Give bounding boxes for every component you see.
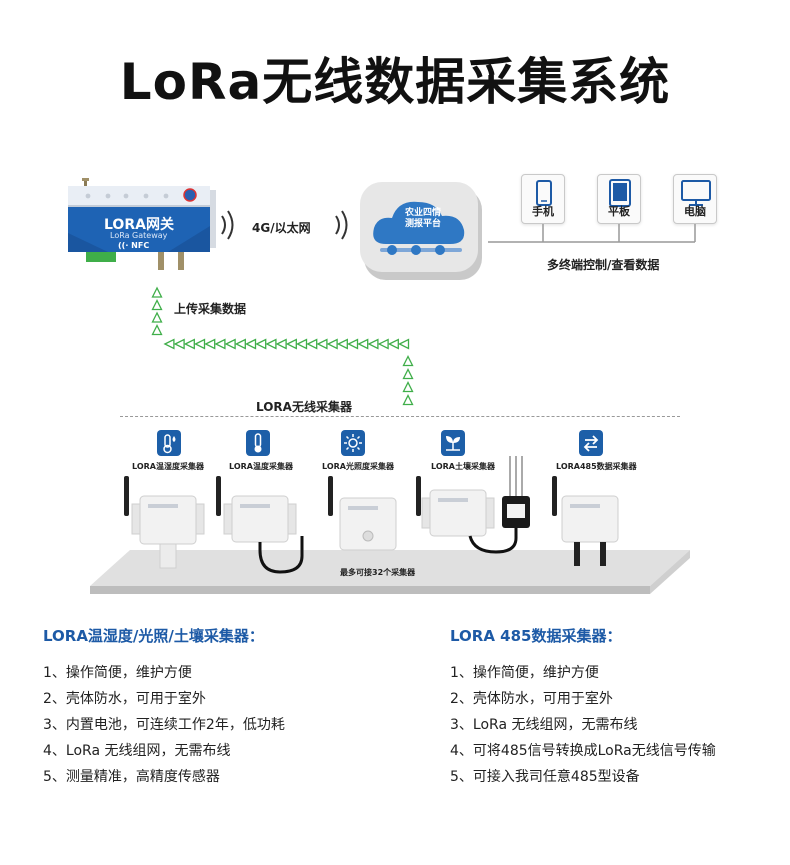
temperature-sensor-device — [216, 476, 304, 574]
arrow-triangle — [151, 311, 163, 323]
arrow-triangle — [224, 338, 236, 350]
specs-left: LORA温湿度/光照/土壤采集器： 1、操作简便，维护方便 2、壳体防水，可用于… — [43, 625, 403, 790]
phone-icon — [536, 180, 552, 206]
sensor-tile-humidity — [157, 430, 181, 456]
list-item: 1、操作简便，维护方便 — [43, 665, 192, 681]
lora-gateway-device — [68, 178, 216, 270]
sensor-label-temperature: LORA温度采集器 — [229, 462, 293, 471]
list-item: 4、LoRa 无线组网，无需布线 — [43, 743, 231, 759]
cloud-label: 农业四情测报平台 — [404, 208, 441, 229]
sun-icon — [344, 434, 362, 452]
nfc-icon: ((· — [118, 241, 129, 250]
tablet-icon — [609, 179, 631, 207]
list-item: 3、LoRa 无线组网，无需布线 — [450, 717, 638, 733]
platform-caption: 最多可接32个采集器 — [340, 568, 416, 577]
system-diagram: LORA网关 LoRa Gateway ((· NFC 4G/以太网 农业四情测… — [68, 174, 717, 594]
list-item: 2、壳体防水，可用于室外 — [450, 691, 613, 707]
page-title: LoRa无线数据采集系统 — [119, 53, 671, 111]
arrow-triangle — [245, 338, 257, 350]
arrow-triangle — [336, 338, 348, 350]
list-item: 3、内置电池，可连续工作2年，低功耗 — [43, 717, 285, 733]
soil-sensor-device — [416, 456, 530, 554]
terminal-label: 手机 — [532, 205, 554, 218]
terminal-computer: 电脑 — [673, 174, 717, 224]
specs-right-title: LORA 485数据采集器： — [450, 627, 622, 645]
terminal-connector — [488, 224, 696, 243]
upload-label: 上传采集数据 — [174, 302, 247, 316]
arrow-triangle — [377, 338, 389, 350]
arrow-triangle — [296, 338, 308, 350]
gateway-name: LORA网关 — [104, 217, 174, 233]
specs-right: LORA 485数据采集器： 1、操作简便，维护方便 2、壳体防水，可用于室外 … — [450, 625, 785, 790]
arrow-triangle — [183, 338, 195, 350]
arrow-triangle — [347, 338, 359, 350]
data-arrow-path — [151, 286, 414, 406]
arrow-triangle — [194, 338, 206, 350]
arrow-triangle — [275, 338, 287, 350]
specs-left-list: 1、操作简便，维护方便 2、壳体防水，可用于室外 3、内置电池，可连续工作2年，… — [43, 660, 403, 790]
sensor-tile-temperature — [246, 430, 270, 456]
rs485-collector-device — [552, 476, 619, 566]
arrow-triangle — [285, 338, 297, 350]
sensor-tile-485 — [579, 430, 603, 456]
display-platform — [90, 550, 690, 594]
sensor-label-485: LORA485数据采集器 — [556, 462, 637, 471]
arrow-triangle — [398, 338, 410, 350]
gateway-subtitle: LoRa Gateway — [110, 231, 168, 240]
section-dashed-divider — [120, 416, 680, 417]
cloud-platform-icon — [360, 182, 482, 280]
list-item: 2、壳体防水，可用于室外 — [43, 691, 206, 707]
light-sensor-device — [328, 476, 397, 551]
arrow-triangle — [214, 338, 226, 350]
arrow-triangle — [204, 338, 216, 350]
wireless-waves-right-icon — [335, 210, 348, 240]
gateway-nfc-label: ((· NFC — [118, 241, 149, 250]
arrow-triangle — [402, 368, 414, 380]
list-item: 4、可将485信号转换成LoRa无线信号传输 — [450, 743, 716, 759]
arrow-triangle — [151, 324, 163, 336]
humidity-sensor-device — [124, 476, 205, 569]
arrow-triangle — [151, 299, 163, 311]
list-item: 5、可接入我司任意485型设备 — [450, 769, 640, 785]
nfc-text: NFC — [131, 241, 150, 250]
arrow-triangle — [326, 338, 338, 350]
link-label: 4G/以太网 — [252, 221, 311, 235]
wireless-waves-left-icon — [221, 210, 234, 240]
terminal-phone: 手机 — [521, 174, 565, 224]
arrow-triangle — [402, 355, 414, 367]
arrow-triangle — [234, 338, 246, 350]
terminal-label: 平板 — [608, 205, 630, 218]
monitor-icon — [681, 180, 711, 206]
arrow-triangle — [255, 338, 267, 350]
terminals-caption: 多终端控制/查看数据 — [547, 258, 660, 272]
arrow-triangle — [402, 381, 414, 393]
arrow-triangle — [367, 338, 379, 350]
arrow-triangle — [316, 338, 328, 350]
arrow-triangle — [151, 286, 163, 298]
specs-left-title: LORA温湿度/光照/土壤采集器： — [43, 627, 264, 645]
sprout-icon — [446, 436, 460, 451]
sensor-label-soil: LORA土壤采集器 — [431, 462, 495, 471]
thermometer-icon — [254, 433, 262, 453]
sensor-tile-soil — [441, 430, 465, 456]
arrow-triangle — [265, 338, 277, 350]
list-item: 5、测量精准，高精度传感器 — [43, 769, 220, 785]
arrow-triangle — [173, 338, 185, 350]
sensor-label-humidity: LORA温湿度采集器 — [132, 462, 204, 471]
terminal-tablet: 平板 — [597, 174, 641, 224]
list-item: 1、操作简便，维护方便 — [450, 665, 599, 681]
sensor-label-light: LORA光照度采集器 — [322, 462, 394, 471]
arrow-triangle — [387, 338, 399, 350]
swap-arrows-icon — [583, 435, 599, 452]
sensor-tile-light — [341, 430, 365, 456]
humidity-icon — [163, 434, 176, 454]
terminal-label: 电脑 — [684, 205, 706, 218]
arrow-triangle — [402, 394, 414, 406]
arrow-triangle — [163, 338, 175, 350]
specs-right-list: 1、操作简便，维护方便 2、壳体防水，可用于室外 3、LoRa 无线组网，无需布… — [450, 660, 785, 790]
arrow-triangle — [357, 338, 369, 350]
arrow-triangle — [306, 338, 318, 350]
collector-section-label: LORA无线采集器 — [256, 400, 352, 414]
